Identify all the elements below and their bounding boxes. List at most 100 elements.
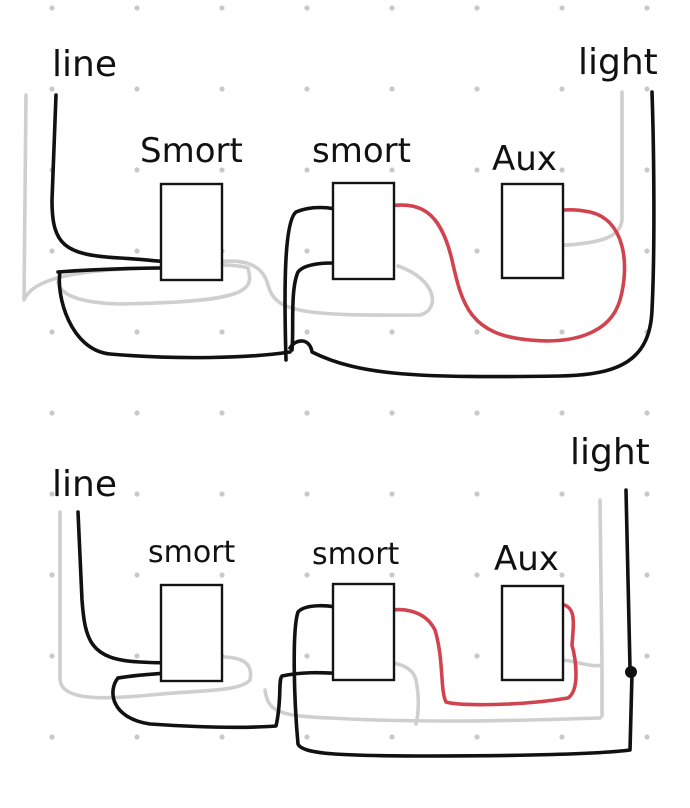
bottom-switch2-box (331, 582, 396, 682)
top-light-label: light (578, 42, 658, 83)
grid-dot (474, 572, 480, 578)
top-line-label: line (52, 44, 117, 85)
top-switch2-label: smort (312, 131, 411, 171)
bottom-aux-box (500, 584, 565, 682)
grid-dot (389, 167, 395, 173)
top-switch2-box (331, 181, 396, 281)
top-hot-light-wire (288, 90, 656, 379)
bottom-hot-light-wire (624, 488, 632, 670)
grid-dot (389, 491, 395, 497)
grid-dot (219, 734, 225, 740)
grid-dot (219, 572, 225, 578)
grid-dot (134, 86, 140, 92)
bottom-switch1-box (159, 583, 224, 683)
grid-dot (219, 410, 225, 416)
grid-dot (304, 653, 310, 659)
bottom-switch2-label: smort (312, 537, 400, 572)
bottom-diagram: line light smort smort Aux (52, 432, 650, 758)
top-hot-line-wire (50, 93, 174, 264)
grid-dot (134, 329, 140, 335)
grid-dot (389, 86, 395, 92)
grid-dot (219, 86, 225, 92)
grid-dot (474, 653, 480, 659)
bottom-hot-switch2-upper-wire (292, 603, 634, 758)
bottom-hot-splice-dot (625, 666, 637, 678)
grid-dot (474, 167, 480, 173)
grid-dot (559, 572, 565, 578)
grid-dot (474, 329, 480, 335)
bottom-neutral-bus-wire (263, 688, 602, 723)
grid-dot (644, 572, 650, 578)
grid-dot (559, 491, 565, 497)
top-switch1-label: Smort (140, 131, 243, 171)
grid-dot (559, 329, 565, 335)
grid-dot (134, 248, 140, 254)
grid-dot (49, 491, 55, 497)
grid-dot (49, 248, 55, 254)
grid-dot (134, 734, 140, 740)
grid-dot (304, 572, 310, 578)
dot-grid (49, 5, 650, 740)
grid-dot (304, 248, 310, 254)
grid-dot (134, 653, 140, 659)
grid-dot (474, 5, 480, 11)
grid-dot (474, 734, 480, 740)
grid-dot (389, 329, 395, 335)
grid-dot (304, 5, 310, 11)
grid-dot (644, 410, 650, 416)
grid-dot (644, 491, 650, 497)
grid-dot (134, 410, 140, 416)
top-diagram: line light Smort smort Aux (22, 42, 658, 379)
top-aux-label: Aux (492, 139, 557, 179)
top-neutral-switch1-wire (208, 259, 435, 317)
grid-dot (559, 167, 565, 173)
grid-dot (134, 5, 140, 11)
grid-dot (644, 167, 650, 173)
grid-dot (304, 491, 310, 497)
top-hot-line-jumper-wire (56, 266, 174, 274)
top-hot-switch2-upper-wire (283, 205, 347, 362)
grid-dot (644, 5, 650, 11)
grid-dot (559, 410, 565, 416)
top-neutral-light-wire (548, 90, 624, 248)
grid-dot (134, 491, 140, 497)
grid-dot (644, 653, 650, 659)
grid-dot (559, 86, 565, 92)
bottom-aux-label: Aux (494, 539, 559, 579)
grid-dot (644, 248, 650, 254)
grid-dot (134, 167, 140, 173)
bottom-switch1-label: smort (148, 535, 236, 570)
grid-dot (644, 86, 650, 92)
grid-dot (49, 410, 55, 416)
grid-dot (49, 5, 55, 11)
grid-dot (389, 410, 395, 416)
grid-dot (49, 86, 55, 92)
top-switch1-box (159, 182, 224, 282)
grid-dot (474, 248, 480, 254)
grid-dot (389, 5, 395, 11)
grid-dot (219, 167, 225, 173)
bottom-neutral-line-wire (58, 510, 253, 700)
top-traveler-wire (380, 203, 627, 343)
grid-dot (389, 734, 395, 740)
grid-dot (49, 329, 55, 335)
grid-dot (219, 491, 225, 497)
grid-dot (304, 86, 310, 92)
top-aux-box (500, 182, 565, 280)
grid-dot (474, 86, 480, 92)
grid-dot (474, 491, 480, 497)
grid-dot (219, 5, 225, 11)
grid-dot (49, 734, 55, 740)
grid-dot (644, 734, 650, 740)
grid-dot (134, 572, 140, 578)
grid-dot (304, 410, 310, 416)
bottom-line-label: line (52, 464, 117, 505)
grid-dot (559, 734, 565, 740)
grid-dot (304, 167, 310, 173)
grid-dot (49, 653, 55, 659)
grid-dot (304, 734, 310, 740)
grid-dot (49, 572, 55, 578)
top-hot-loop-wire (57, 270, 292, 360)
grid-dot (559, 5, 565, 11)
